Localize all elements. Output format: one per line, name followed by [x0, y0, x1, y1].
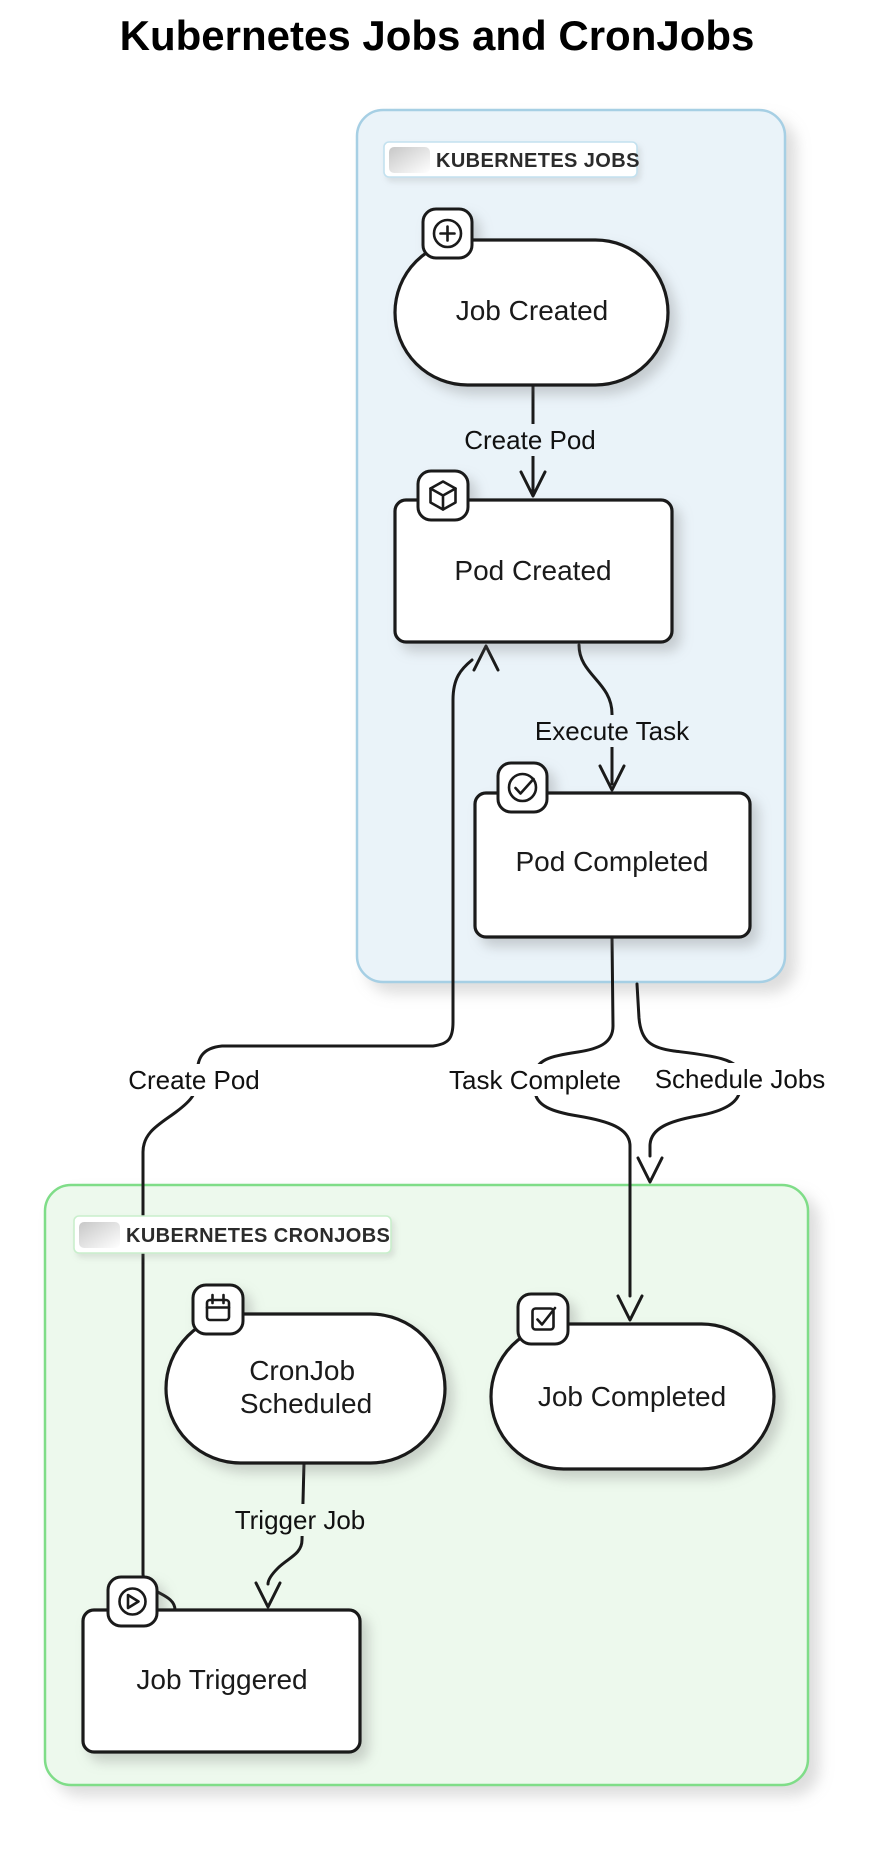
- subgraph-title-text: KUBERNETES JOBS: [436, 150, 640, 172]
- node-job-created: Job Created: [393, 207, 670, 387]
- edge-labels-layer: Create Pod Execute Task Create Pod Task …: [126, 424, 828, 1536]
- edge-pod-created-to-pod-completed: [577, 643, 614, 786]
- edge-label-bg: [126, 1064, 263, 1096]
- check-circle-icon: [507, 772, 538, 803]
- edge-label-text: Create Pod: [464, 425, 596, 455]
- node-label-line1: CronJob: [249, 1355, 355, 1386]
- package-icon: [429, 480, 457, 511]
- edge-label-create-pod-left: Create Pod: [126, 1064, 263, 1096]
- node-label: Job Triggered: [136, 1664, 307, 1695]
- node-label-line2: Scheduled: [240, 1388, 372, 1419]
- container-kubernetes-jobs-border: [355, 108, 787, 984]
- node-badge: [106, 1575, 159, 1628]
- node-box: [473, 791, 752, 939]
- edge-label-text: Task Complete: [449, 1065, 621, 1095]
- check-square-icon: [531, 1306, 557, 1331]
- node-job-completed: Job Completed: [489, 1292, 776, 1471]
- edge-label-bg: [534, 715, 690, 747]
- edge-label-task-complete: Task Complete: [447, 1064, 623, 1096]
- edge-cronjob-scheduled-to-job-triggered: [266, 1461, 306, 1586]
- arrowhead-into-pod-completed-top: [598, 764, 626, 792]
- node-cronjob-scheduled: CronJob Scheduled: [164, 1283, 447, 1465]
- subgraph-title-kubernetes-jobs: KUBERNETES JOBS: [383, 141, 640, 178]
- edge-label-create-pod-top: Create Pod: [462, 424, 599, 456]
- arrowhead-into-pod-created-bottom: [472, 644, 500, 672]
- edge-label-schedule-jobs: Schedule Jobs: [652, 1063, 828, 1095]
- subgraph-icon: [79, 1222, 120, 1248]
- node-badge: [496, 761, 549, 814]
- subgraph-title-box: [73, 1215, 392, 1254]
- diagram-title: Kubernetes Jobs and CronJobs: [120, 12, 755, 59]
- node-badge: [516, 1292, 570, 1346]
- subgraph-title-text: KUBERNETES CRONJOBS: [126, 1225, 390, 1247]
- calendar-icon: [205, 1293, 231, 1322]
- node-label: Pod Completed: [515, 846, 708, 877]
- edge-label-text: Create Pod: [128, 1065, 260, 1095]
- edge-label-execute-task: Execute Task: [534, 715, 690, 747]
- node-box: [489, 1322, 776, 1471]
- subgraph-icon: [389, 147, 430, 173]
- edge-label-text: Trigger Job: [235, 1505, 366, 1535]
- node-badge: [191, 1283, 245, 1336]
- node-pod-created: Pod Created: [393, 469, 674, 644]
- edge-label-text: Schedule Jobs: [655, 1064, 826, 1094]
- node-box: [393, 498, 674, 644]
- edge-label-bg: [447, 1064, 623, 1096]
- node-pod-completed: Pod Completed: [473, 761, 752, 939]
- edge-label-bg: [235, 1504, 365, 1536]
- node-box: [164, 1312, 447, 1465]
- play-circle-icon: [118, 1587, 147, 1616]
- node-box: [393, 238, 670, 387]
- node-label: Job Created: [456, 295, 609, 326]
- node-label: CronJob Scheduled: [240, 1355, 372, 1419]
- node-box: [81, 1608, 362, 1754]
- subgraph-title-box: [383, 141, 638, 178]
- subgraph-title-kubernetes-cronjobs: KUBERNETES CRONJOBS: [73, 1215, 392, 1254]
- container-kubernetes-cronjobs-border: [43, 1183, 810, 1787]
- edge-label-trigger-job: Trigger Job: [235, 1504, 366, 1536]
- node-label: Pod Created: [454, 555, 611, 586]
- arrowhead-into-job-triggered-top: [254, 1581, 282, 1609]
- edge-label-text: Execute Task: [535, 716, 690, 746]
- node-label: Job Completed: [538, 1381, 726, 1412]
- node-job-triggered: Job Triggered: [81, 1575, 362, 1754]
- arrowhead-into-pod-created-top: [519, 470, 547, 498]
- edge-label-bg: [462, 424, 599, 456]
- plus-circle-icon: [432, 218, 463, 249]
- edge-label-bg: [652, 1063, 828, 1095]
- arrowhead-into-job-completed-top: [616, 1294, 644, 1322]
- arrowhead-into-cronjobs-container: [636, 1156, 664, 1184]
